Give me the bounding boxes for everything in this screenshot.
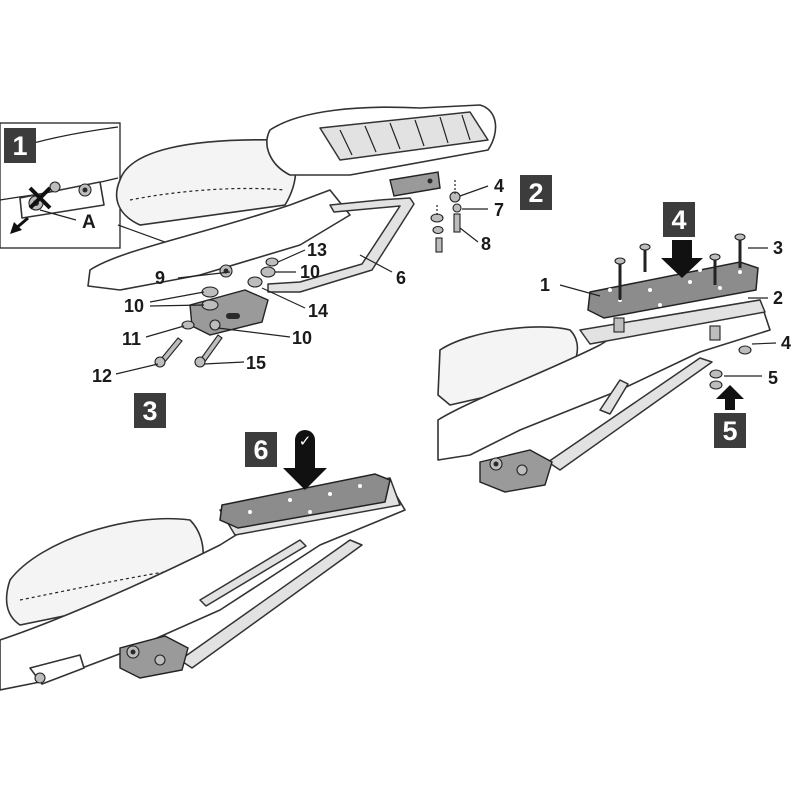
panel-4-5-view: 1 2 3 4 5	[437, 233, 791, 493]
step-box-1: 1	[4, 128, 36, 163]
panel-2-view: 4 7 8 6 13 10 14 9 10 10 11 12 15	[87, 104, 504, 386]
part-label-5: 5	[768, 368, 778, 388]
part-label-8: 8	[481, 234, 491, 254]
inset-detail: A	[0, 122, 221, 263]
part-label-14: 14	[308, 301, 328, 321]
part-label-12: 12	[92, 366, 112, 386]
part-label-11: 11	[122, 329, 141, 349]
step-box-4: 4	[663, 202, 695, 237]
step-number: 5	[722, 416, 737, 446]
remove-cross-icon	[28, 186, 52, 210]
part-label-3: 3	[773, 238, 783, 258]
part-label-2: 2	[773, 288, 783, 308]
part-label-9: 9	[155, 268, 165, 288]
step-box-3: 3	[134, 393, 166, 428]
check-icon	[295, 430, 315, 450]
step-box-2: 2	[520, 175, 552, 210]
part-label-6: 6	[396, 268, 406, 288]
step-number: 4	[671, 205, 686, 235]
part-label-1: 1	[540, 275, 550, 295]
step-number: 2	[528, 178, 543, 208]
part-label-15: 15	[246, 353, 266, 373]
down-arrow-icon	[661, 240, 703, 278]
part-label-10: 10	[300, 262, 320, 282]
step-box-6: 6	[245, 432, 277, 467]
part-label-4: 4	[494, 176, 504, 196]
inset-marker-a: A	[82, 212, 96, 233]
part-label-4: 4	[781, 333, 791, 353]
part-label-13: 13	[307, 240, 327, 260]
part-label-10: 10	[124, 296, 144, 316]
up-arrow-icon	[716, 385, 744, 410]
step-box-5: 5	[714, 413, 746, 448]
part-label-7: 7	[494, 200, 504, 220]
panel-6-view: ✓	[0, 430, 406, 691]
step-number: 6	[253, 435, 268, 465]
down-arrow-icon	[283, 440, 327, 490]
part-label-10: 10	[292, 328, 312, 348]
step-number: 1	[12, 131, 27, 161]
check-mark: ✓	[299, 432, 312, 450]
step-number: 3	[142, 396, 157, 426]
